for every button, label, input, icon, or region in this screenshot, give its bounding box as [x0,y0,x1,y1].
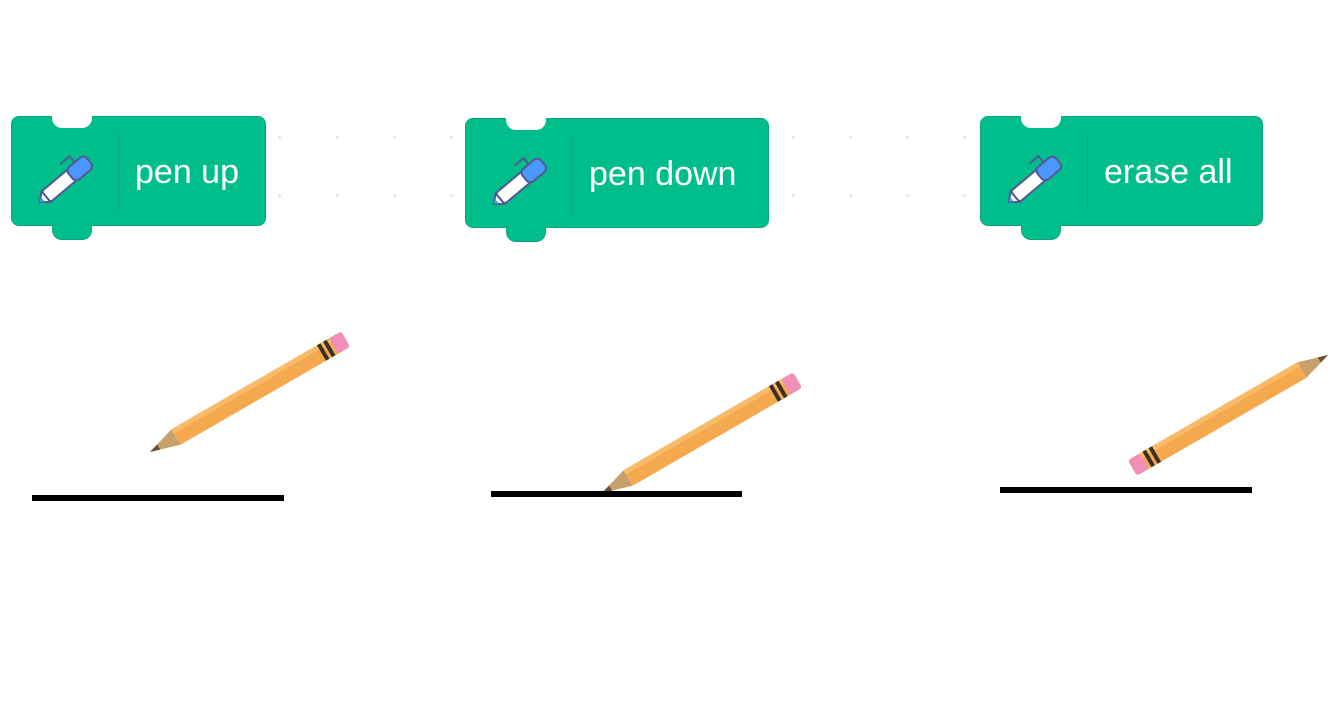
pencil-icon [602,373,802,493]
block-notch [1021,116,1061,128]
block-notch [52,116,92,128]
grid-dot [792,136,795,139]
grid-dot [906,194,909,197]
block-divider [572,135,573,213]
grid-dot [450,136,453,139]
drawing-line [32,495,284,501]
grid-dot [792,194,795,197]
drawing-line [491,491,742,497]
grid-dot [336,136,339,139]
grid-dot [393,194,396,197]
erase-all-block[interactable]: erase all [980,116,1263,240]
pen-icon [492,156,548,206]
pen-icon [38,154,94,204]
block-divider [1087,133,1088,211]
block-label: pen down [589,155,737,193]
block-divider [118,133,119,211]
block-label: pen up [135,153,239,191]
grid-dot [906,136,909,139]
grid-dot [336,194,339,197]
block-notch [506,118,546,130]
grid-dot [849,136,852,139]
block-tab [506,226,546,242]
grid-dot [278,194,281,197]
pen-up-block[interactable]: pen up [11,116,266,240]
pen-icon [1007,154,1063,204]
grid-dot [278,136,281,139]
grid-dot [450,194,453,197]
drawing-line [1000,487,1252,493]
pencil-icon [1128,355,1328,475]
grid-dot [849,194,852,197]
pen-down-block[interactable]: pen down [465,118,769,242]
grid-dot [393,136,396,139]
pencil-icon [150,332,350,452]
grid-dot [963,194,966,197]
block-tab [52,224,92,240]
block-tab [1021,224,1061,240]
grid-dot [963,136,966,139]
block-label: erase all [1104,153,1233,191]
